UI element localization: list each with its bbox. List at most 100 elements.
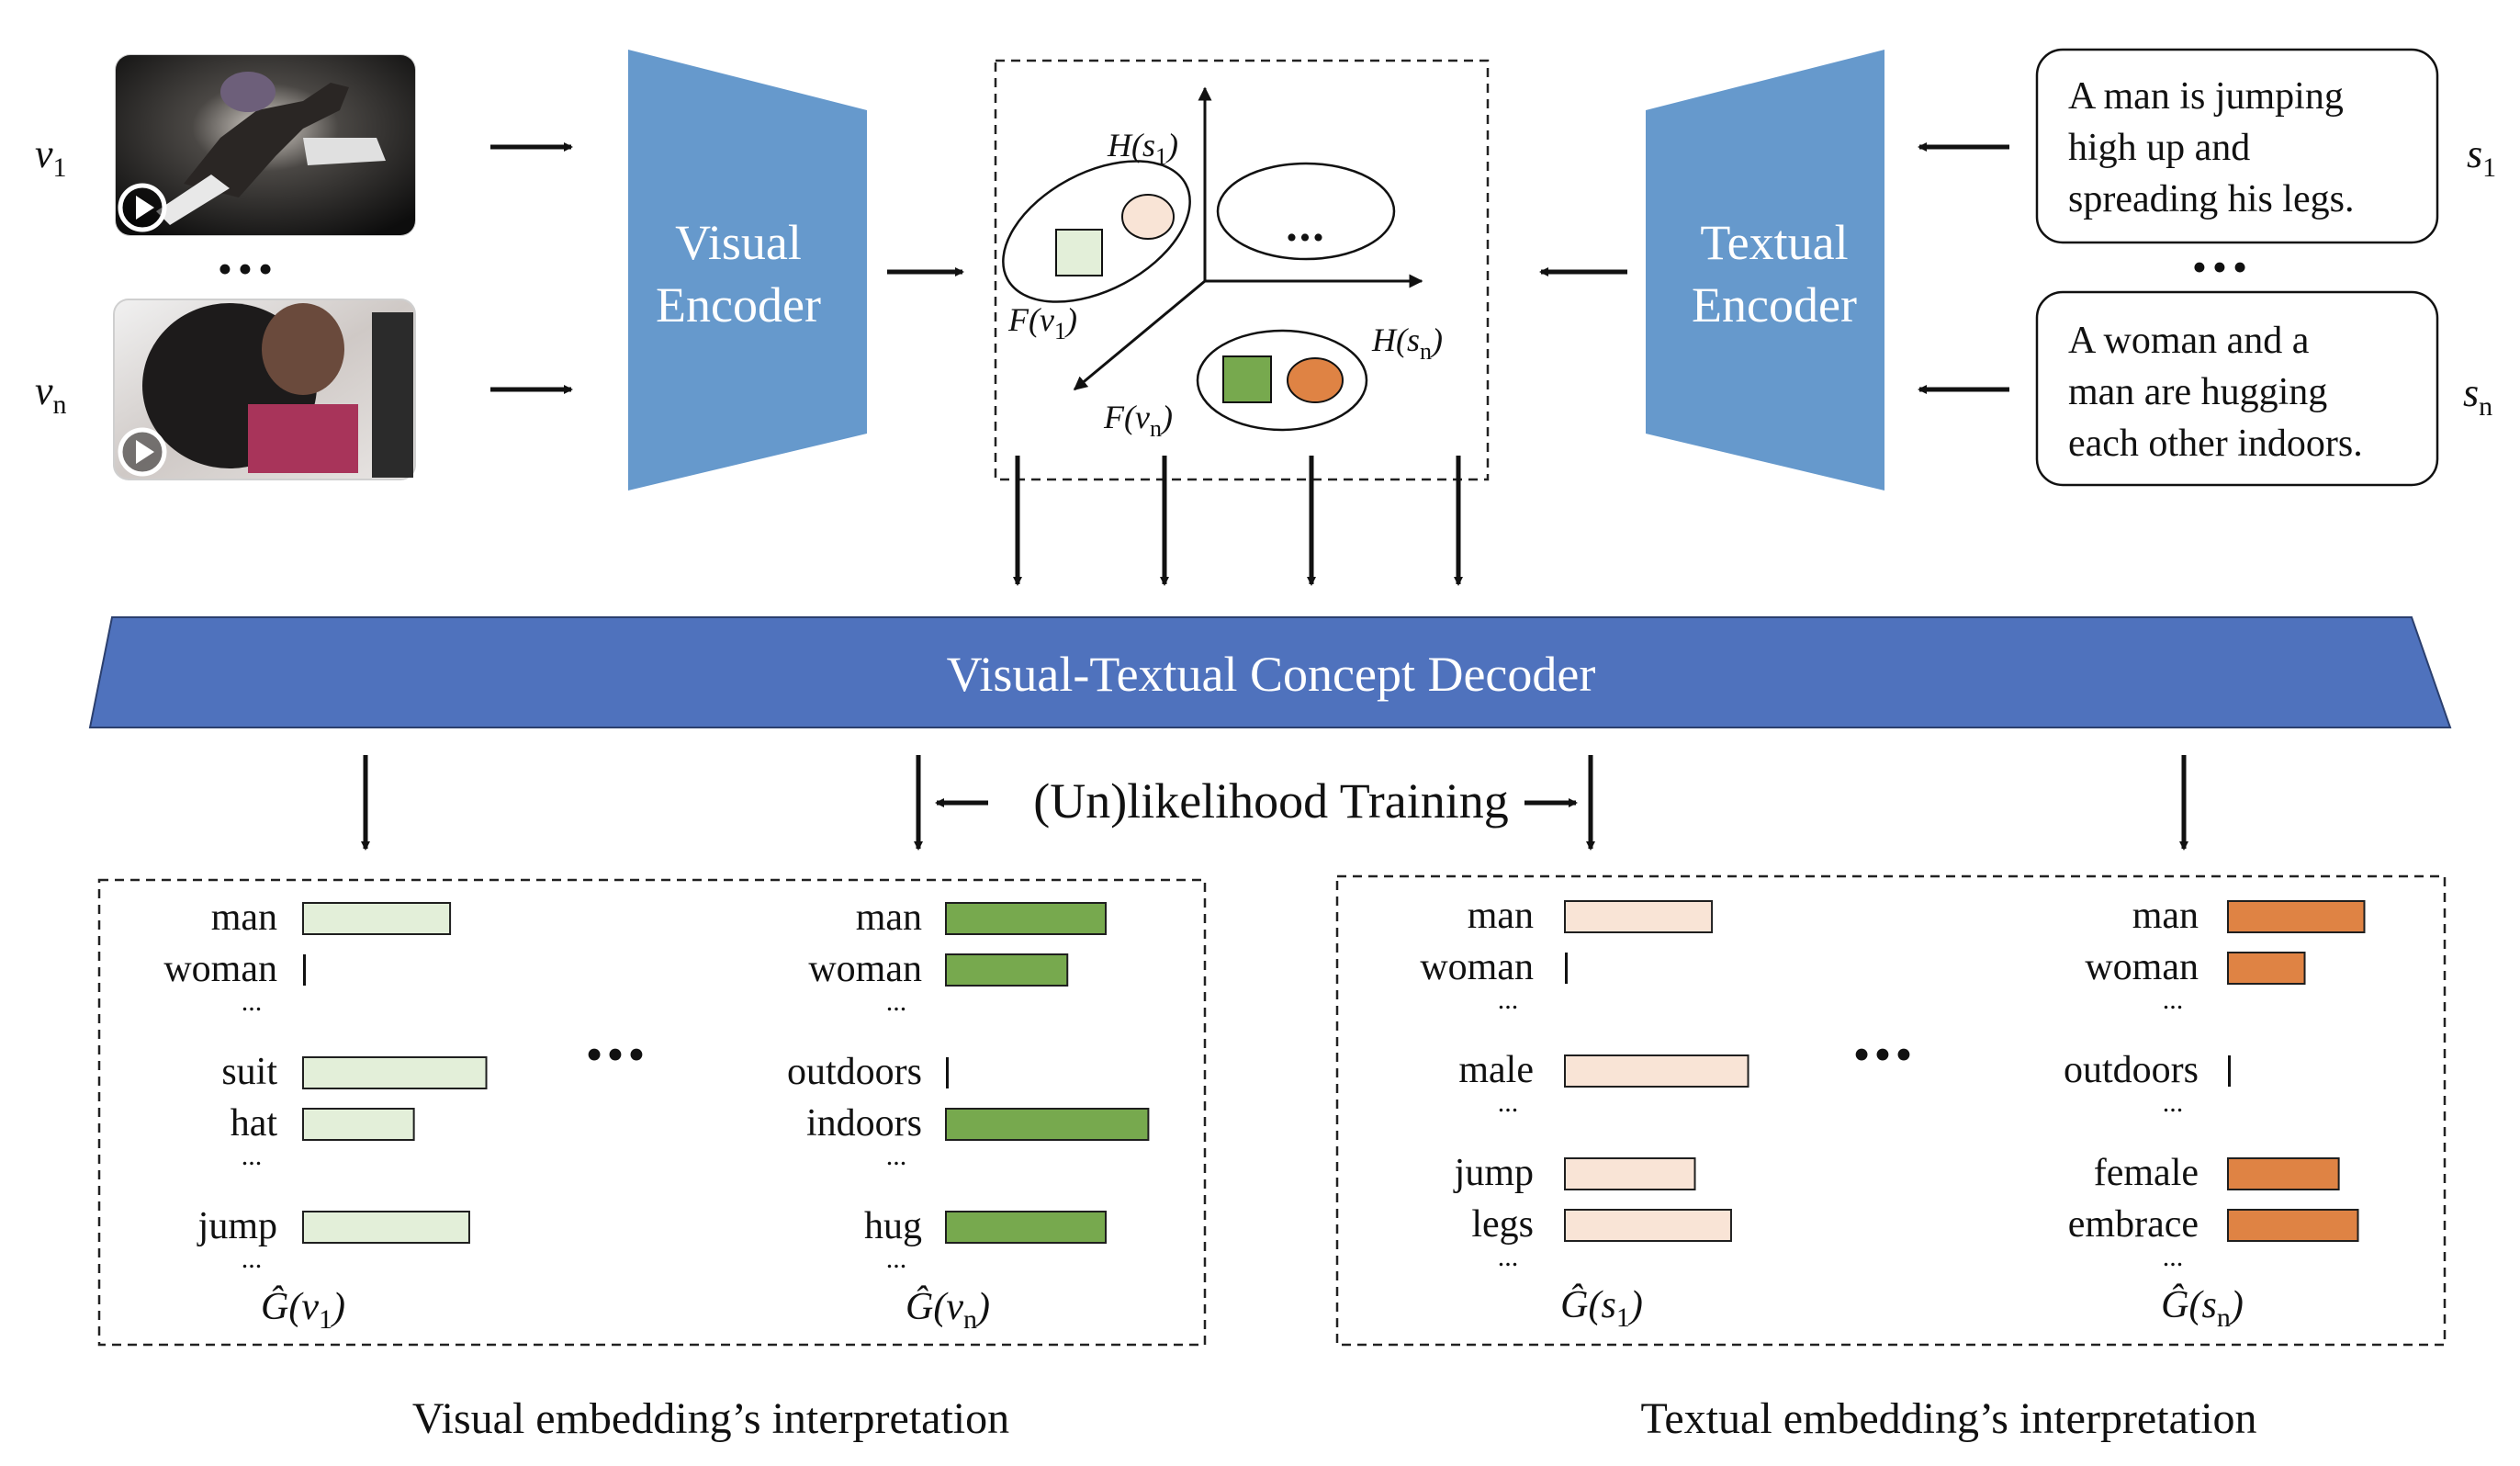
concept-bar-outdoors — [2228, 1055, 2231, 1087]
concept-label: woman — [1420, 946, 1534, 988]
textual-encoder-line2: Encoder — [1692, 277, 1857, 333]
concept-bar-woman — [2227, 952, 2306, 985]
row-ellipsis: ... — [886, 1141, 907, 1171]
concept-label: jump — [197, 1205, 277, 1247]
visual-embedding-square-n — [1222, 355, 1272, 403]
cluster-ellipse-n — [1196, 329, 1368, 432]
column-title-textual-1: Ĝ(sn) — [2161, 1283, 2244, 1333]
concept-label: woman — [2085, 946, 2199, 988]
concept-bar-embrace — [2227, 1209, 2359, 1242]
interpretation-column-textual-1: manwoman...outdoors...femaleembrace...Ĝ(… — [2064, 895, 2366, 1333]
row-ellipsis: ... — [2163, 1088, 2184, 1118]
concept-label: embrace — [2068, 1203, 2199, 1246]
text-embedding-circle-n — [1287, 357, 1344, 403]
play-icon[interactable] — [118, 427, 167, 477]
sentence-n-line-2: man are hugging — [2068, 371, 2327, 413]
concept-label: hug — [864, 1205, 922, 1247]
sentence-n-line-3: each other indoors. — [2068, 423, 2363, 465]
video-thumbnail-n[interactable] — [113, 299, 416, 480]
label-f-v1: F(v1) — [1007, 301, 1077, 344]
sentence-ellipsis: ••• — [2192, 243, 2253, 290]
video-label-n: vn — [35, 368, 67, 420]
concept-bar-male — [1564, 1054, 1749, 1088]
concept-label: outdoors — [2064, 1049, 2199, 1091]
visual-encoder-line1: Visual — [675, 215, 802, 270]
video-label-1: v1 — [35, 131, 67, 183]
label-f-vn: F(vn) — [1103, 399, 1173, 442]
cluster-ellipsis: ... — [1286, 199, 1326, 251]
textual-encoder: Textual Encoder — [1646, 50, 1884, 491]
column-title-visual-0: Ĝ(v1) — [261, 1285, 345, 1335]
embedding-space-frame — [994, 59, 1490, 481]
sentence-input-n: A woman and a man are hugging each other… — [2035, 290, 2492, 487]
concept-bar-jump — [302, 1211, 470, 1244]
visual-panel-ellipsis: ••• — [586, 1027, 649, 1082]
sentence-label-1: s1 — [2467, 131, 2496, 183]
sentence-n-line-1: A woman and a — [2068, 320, 2310, 362]
label-h-sn: H(sn) — [1371, 321, 1443, 365]
row-ellipsis: ... — [886, 1244, 907, 1274]
row-ellipsis: ... — [1498, 1088, 1519, 1118]
concept-bar-woman — [1565, 953, 1568, 984]
concept-label: jump — [1453, 1152, 1534, 1194]
concept-label: man — [1468, 895, 1534, 937]
concept-bar-man — [945, 902, 1107, 935]
column-title-textual-0: Ĝ(s1) — [1560, 1283, 1643, 1333]
concept-label: indoors — [806, 1102, 922, 1145]
concept-label: man — [856, 897, 922, 939]
concept-bar-man — [1564, 900, 1714, 933]
concept-bar-man — [302, 902, 452, 935]
video-input-n: vn — [35, 299, 416, 480]
column-title-visual-1: Ĝ(vn) — [906, 1285, 990, 1335]
concept-bar-woman — [945, 953, 1069, 987]
sentence-1-line-1: A man is jumping — [2068, 75, 2344, 118]
visual-encoder: Visual Encoder — [628, 50, 867, 491]
visual-encoder-line2: Encoder — [656, 277, 821, 333]
concept-bar-female — [2227, 1157, 2340, 1190]
concept-label: man — [211, 897, 277, 939]
video-thumbnail-1[interactable] — [115, 54, 416, 236]
concept-label: suit — [221, 1051, 277, 1093]
cluster-ellipse-1 — [1002, 160, 1191, 303]
textual-encoder-shape — [1646, 50, 1884, 491]
visual-interpretation-panel — [97, 878, 1207, 1347]
textual-encoder-line1: Textual — [1700, 215, 1848, 270]
visual-encoder-shape — [628, 50, 867, 491]
concept-label: female — [2094, 1152, 2199, 1194]
sentence-1-line-2: high up and — [2068, 127, 2250, 169]
play-icon[interactable] — [118, 183, 167, 232]
textual-panel-ellipsis: ••• — [1853, 1027, 1917, 1082]
label-h-s1: H(s1) — [1107, 127, 1178, 170]
row-ellipsis: ... — [1498, 1242, 1519, 1272]
concept-label: legs — [1471, 1203, 1534, 1246]
concept-bar-legs — [1564, 1209, 1732, 1242]
row-ellipsis: ... — [2163, 1242, 2184, 1272]
row-ellipsis: ... — [242, 1244, 263, 1274]
concept-label: woman — [163, 948, 277, 990]
concept-bar-outdoors — [946, 1057, 949, 1088]
visual-panel-caption: Visual embedding’s interpretation — [412, 1394, 1009, 1443]
textual-panel-caption: Textual embedding’s interpretation — [1640, 1394, 2256, 1443]
concept-bar-indoors — [945, 1108, 1150, 1141]
row-ellipsis: ... — [886, 987, 907, 1017]
concept-bar-suit — [302, 1056, 488, 1089]
decoder-label: Visual-Textual Concept Decoder — [947, 647, 1596, 702]
concept-bar-man — [2227, 900, 2366, 933]
concept-label: woman — [808, 948, 922, 990]
sentence-box-n — [2035, 290, 2439, 487]
sentence-box-1 — [2035, 48, 2439, 244]
concept-bar-jump — [1564, 1157, 1696, 1190]
video-input-1: v1 — [35, 54, 416, 236]
row-ellipsis: ... — [242, 987, 263, 1017]
embedding-space: ... H(s1) F(v1) H(sn) F(vn) — [994, 59, 1490, 481]
video-ellipsis: ••• — [218, 245, 278, 292]
concept-label: male — [1458, 1049, 1534, 1091]
concept-bar-hat — [302, 1108, 415, 1141]
row-ellipsis: ... — [242, 1141, 263, 1171]
concept-label: man — [2132, 895, 2199, 937]
axis-diagonal — [1073, 279, 1206, 391]
concept-bar-hug — [945, 1211, 1107, 1244]
training-label: (Un)likelihood Training — [1033, 773, 1509, 829]
concept-label: hat — [231, 1102, 278, 1145]
